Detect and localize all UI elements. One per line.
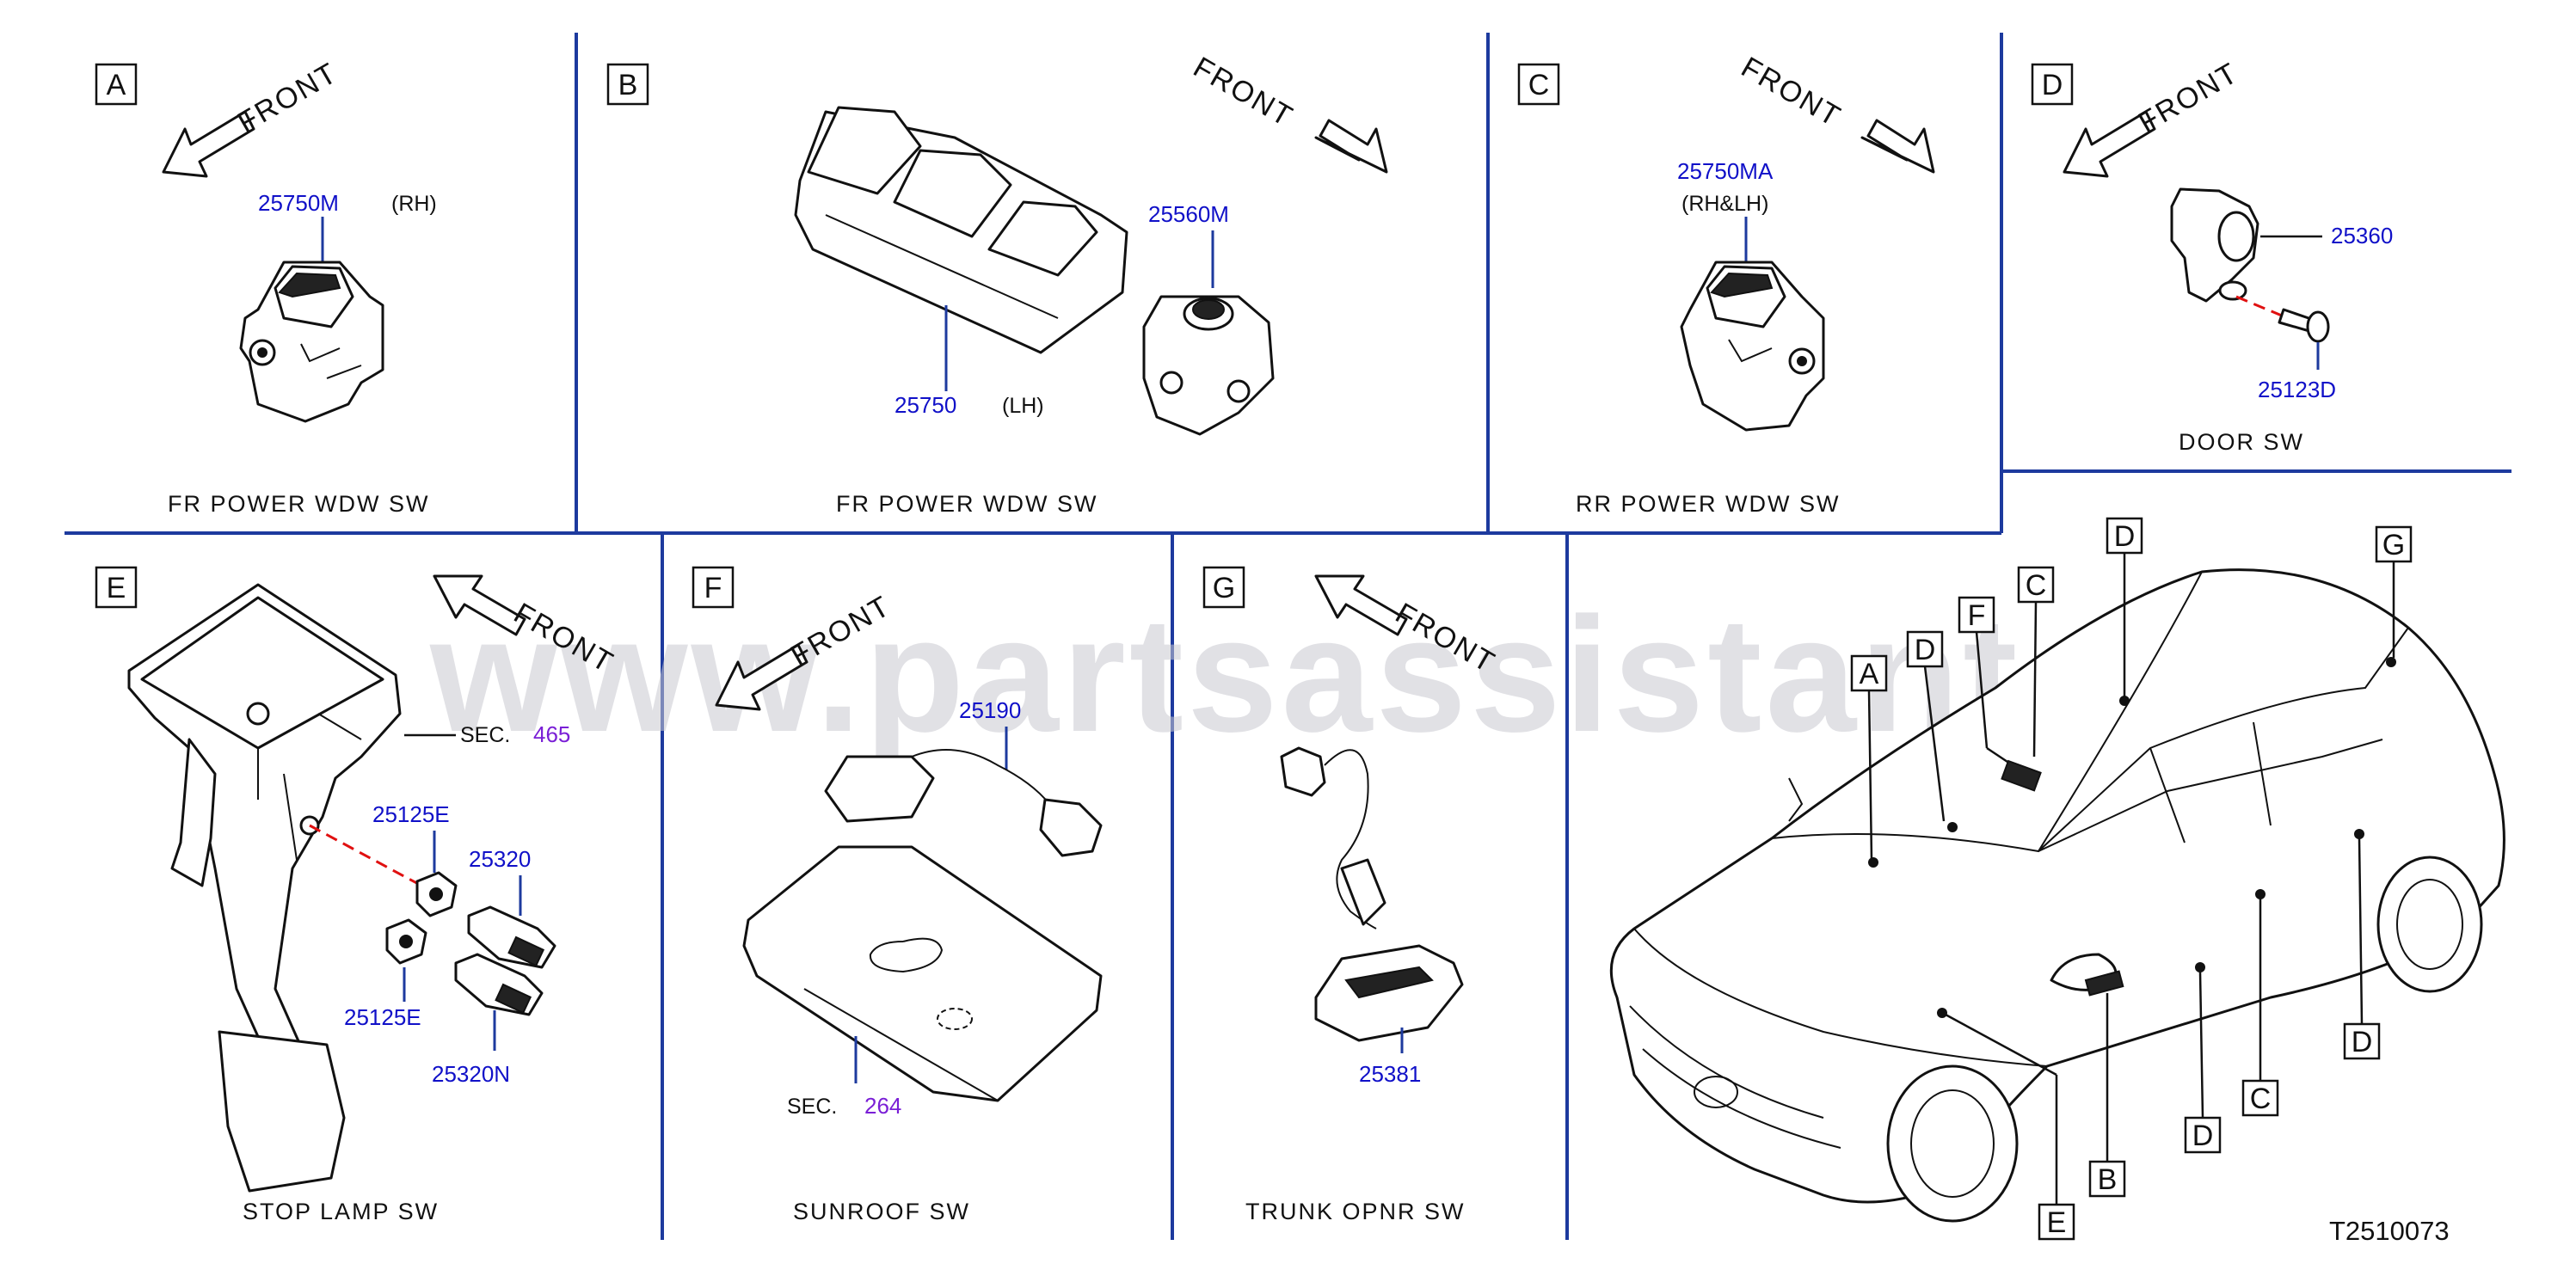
- part-number-25750m: 25750M: [258, 190, 339, 216]
- panel-d-letter: D: [2042, 69, 2063, 101]
- panel-a-letter: A: [107, 69, 126, 101]
- car-callout-d-1: D: [1915, 634, 1936, 666]
- part-number-25360: 25360: [2331, 223, 2393, 248]
- panel-e: E FRONT SEC. 465 25125E 25320: [95, 566, 619, 1224]
- panel-f-letter: F: [704, 572, 722, 604]
- side-note: (RH&LH): [1681, 192, 1768, 216]
- panel-c-title: RR POWER WDW SW: [1576, 491, 1840, 517]
- part-number-25750: 25750: [895, 392, 956, 418]
- side-note: (LH): [1002, 394, 1044, 418]
- clip-illustration-lower: [385, 918, 427, 965]
- car-callout-c-1: C: [2026, 569, 2047, 602]
- front-label: FRONT: [232, 56, 343, 138]
- window-switch-illustration: [239, 261, 384, 423]
- panel-a-letter-box: [95, 63, 138, 106]
- part-number-25125e-upper: 25125E: [372, 801, 450, 827]
- car-callout-e: E: [2047, 1206, 2067, 1239]
- front-label: FRONT: [1188, 51, 1299, 133]
- trunk-opener-switch-illustration: [1280, 746, 1464, 1042]
- panel-b-title: FR POWER WDW SW: [836, 491, 1097, 517]
- front-arrow-icon: FRONT: [1188, 51, 1388, 174]
- car-callout-d-2: D: [2114, 520, 2136, 553]
- clip-illustration-upper: [415, 871, 458, 917]
- panel-b-letter: B: [618, 69, 638, 101]
- part-number-25123d: 25123D: [2258, 377, 2336, 402]
- master-window-switch-illustration: [794, 106, 1128, 354]
- stop-lamp-switch-illustration-upper: [467, 905, 556, 969]
- part-number-25750ma: 25750MA: [1677, 158, 1774, 184]
- part-number-25320: 25320: [469, 846, 531, 872]
- panel-f-title: SUNROOF SW: [793, 1199, 970, 1224]
- rear-window-switch-illustration: [1680, 261, 1825, 432]
- panel-d-letter-box: [2031, 63, 2074, 106]
- car-callout-g: G: [2382, 529, 2405, 561]
- section-ref-264: 264: [864, 1093, 901, 1119]
- part-number-25125e-lower: 25125E: [344, 1004, 421, 1030]
- diagram-code: T2510073: [2329, 1216, 2450, 1246]
- car-callout-d-4: D: [2192, 1120, 2214, 1152]
- panel-b-letter-box: [606, 63, 649, 106]
- panel-dividers: [65, 33, 2511, 1240]
- panel-a: A FRONT 25750M (RH) FR POWER WDW SW: [95, 56, 437, 517]
- panel-e-title: STOP LAMP SW: [243, 1199, 439, 1224]
- panel-g-letter-box: [1202, 566, 1245, 609]
- panel-g-title: TRUNK OPNR SW: [1245, 1199, 1466, 1224]
- vehicle-overview: A D F C D G D C: [1609, 517, 2505, 1241]
- front-arrow-icon: FRONT: [162, 56, 343, 178]
- front-arrow-icon: FRONT: [2063, 56, 2244, 178]
- panel-e-letter: E: [107, 572, 126, 604]
- door-switch-illustration: [2170, 187, 2259, 303]
- side-note: (RH): [391, 192, 437, 216]
- panel-e-letter-box: [95, 566, 138, 609]
- car-callout-a: A: [1860, 658, 1879, 690]
- panel-f-letter-box: [692, 566, 735, 609]
- panel-b: B FRONT 25750 (LH) 25560M FR POWER WDW S…: [606, 51, 1388, 517]
- stop-lamp-switch-illustration-lower: [454, 953, 544, 1016]
- car-callout-f: F: [1968, 599, 1986, 632]
- car-callout-c-2: C: [2250, 1083, 2272, 1115]
- screw-illustration: [2278, 308, 2330, 343]
- front-arrow-icon: FRONT: [1736, 51, 1935, 174]
- panel-c: C FRONT 25750MA (RH&LH) RR POWER WDW SW: [1517, 51, 1935, 517]
- brake-pedal-illustration: [127, 583, 402, 1193]
- car-callout-d-3: D: [2352, 1026, 2373, 1058]
- section-prefix: SEC.: [460, 723, 510, 747]
- part-number-25190: 25190: [959, 697, 1021, 723]
- car-illustration: [1609, 568, 2505, 1223]
- part-number-25560m: 25560M: [1148, 201, 1229, 227]
- panel-c-letter-box: [1517, 63, 1560, 106]
- part-number-25320n: 25320N: [432, 1061, 510, 1087]
- part-number-25381: 25381: [1359, 1061, 1421, 1087]
- sunroof-switch-illustration: [742, 749, 1103, 1102]
- section-prefix: SEC.: [787, 1095, 837, 1119]
- car-callout-b: B: [2098, 1163, 2118, 1196]
- panel-c-letter: C: [1528, 69, 1550, 101]
- front-label: FRONT: [1736, 51, 1847, 133]
- panel-d-title: DOOR SW: [2179, 429, 2304, 455]
- section-ref-465: 465: [533, 721, 570, 747]
- panel-a-title: FR POWER WDW SW: [168, 491, 429, 517]
- mirror-switch-illustration: [1142, 295, 1275, 436]
- panel-d: D FRONT 25360 25123D DOOR SW: [2031, 56, 2393, 455]
- front-label: FRONT: [2133, 56, 2244, 138]
- panel-g-letter: G: [1213, 572, 1235, 604]
